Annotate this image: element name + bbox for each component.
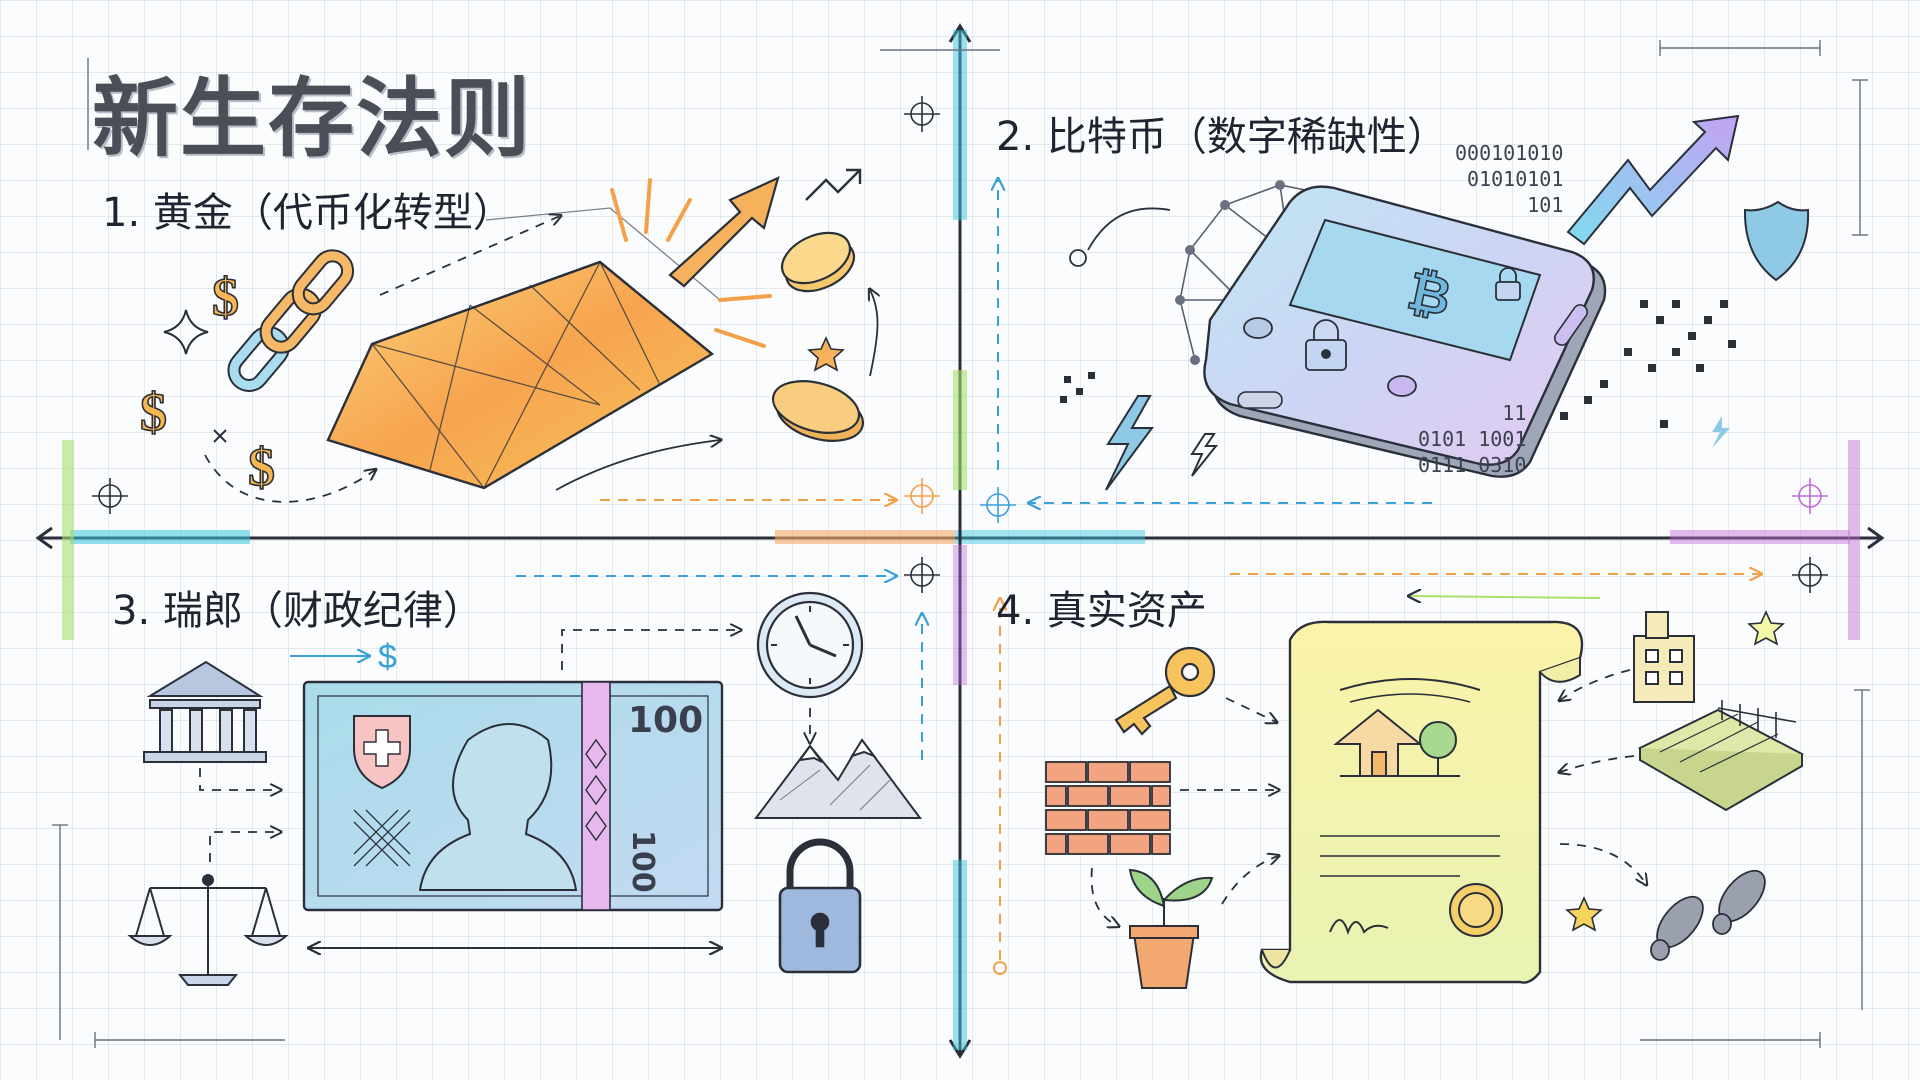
quadrant-title-swiss-franc: 3. 瑞郎（财政纪律）	[112, 588, 483, 634]
pixel-dust	[1060, 300, 1736, 428]
binary-code-bottom: 11 0101 1001 0111 0310	[1418, 401, 1527, 477]
padlock-small-icon	[1305, 267, 1521, 371]
small-dollar-icon: $	[378, 638, 397, 676]
franc-blue-arrows	[290, 576, 922, 760]
asset-flow-arrows	[1090, 669, 1646, 926]
shine-rays	[610, 178, 772, 348]
star-icon-gold	[1565, 896, 1603, 932]
brick-wall-icon	[1045, 761, 1171, 855]
trend-arrow-icon	[805, 168, 862, 201]
office-building-icon	[1633, 611, 1695, 703]
shield-icon	[1743, 200, 1810, 282]
clock-icon	[756, 591, 864, 699]
star-icon	[807, 336, 845, 372]
banknote-denomination: 100	[628, 700, 704, 741]
bank-building-icon	[143, 660, 267, 763]
asset-dashed-lines	[993, 574, 1760, 975]
binary-code-top: 000101010 01010101 101	[1455, 141, 1564, 217]
chain-link-icon	[227, 249, 355, 392]
farmland-icon	[1637, 700, 1805, 812]
quadrant-title-gold: 1. 黄金（代币化转型）	[102, 190, 513, 236]
house-icon	[1333, 708, 1460, 777]
key-icon	[1114, 646, 1216, 736]
svg-text:$: $	[212, 267, 239, 327]
sparkle-icon	[163, 309, 227, 443]
banknote-icon	[302, 680, 724, 912]
bitcoin-flow-lines	[1069, 207, 1171, 267]
bitcoin-dashed-lines	[998, 180, 1432, 503]
padlock-icon	[778, 838, 862, 974]
left-accent-bar	[62, 440, 74, 640]
gold-flow-arrows	[204, 216, 878, 503]
crosshair-markers	[92, 96, 1828, 593]
bitcoin-up-arrow-icon	[1566, 114, 1740, 246]
dimension-lines	[52, 40, 1870, 1048]
quadrant-title-real-assets: 4. 真实资产	[996, 588, 1207, 634]
svg-text:$: $	[140, 382, 167, 442]
right-accent-bar	[1848, 440, 1860, 640]
quadrant-title-bitcoin: 2. 比特币（数字稀缺性）	[996, 114, 1447, 160]
footprints-icon	[1650, 869, 1766, 961]
scales-icon	[127, 874, 289, 986]
franc-flow-arrows	[199, 630, 810, 862]
lightning-icon	[1105, 395, 1730, 491]
deed-scroll-icon	[1259, 620, 1584, 984]
plant-pot-icon	[1128, 868, 1214, 989]
gold-bar-icon	[326, 207, 721, 490]
hardware-wallet-icon	[1203, 185, 1607, 478]
vertical-axis	[948, 23, 972, 1059]
coin-icon	[771, 231, 865, 442]
star-icon-outline	[1747, 610, 1785, 646]
svg-text:$: $	[248, 437, 275, 497]
banknote-denomination-vertical: 100	[625, 830, 660, 893]
mountain-icon	[754, 738, 922, 819]
page-title: 新生存法则	[92, 69, 532, 169]
dollar-sign-icon: $ $ $	[139, 266, 276, 498]
up-arrow-icon	[668, 176, 780, 288]
